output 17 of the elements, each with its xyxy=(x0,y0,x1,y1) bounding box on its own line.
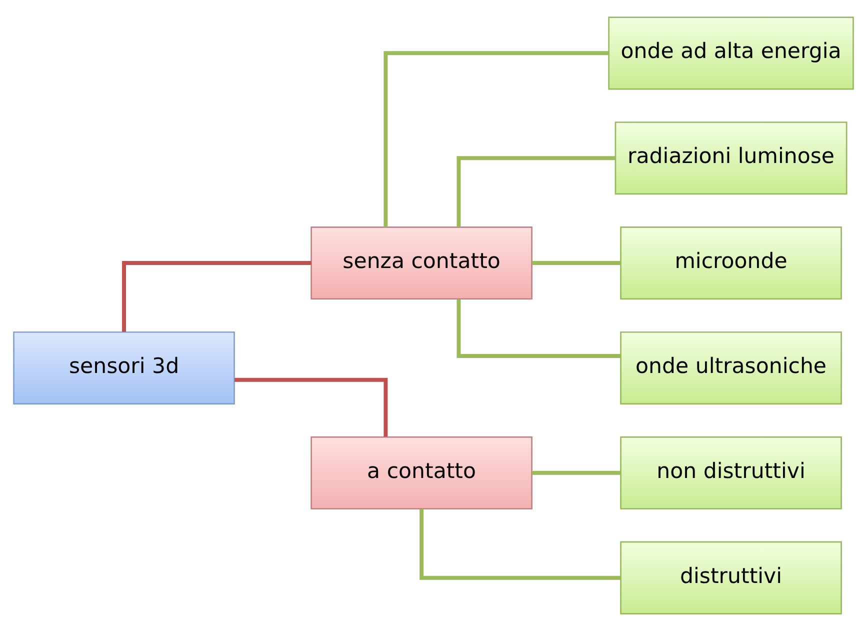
node-box: radiazioni luminose xyxy=(614,122,848,195)
connector xyxy=(122,261,312,332)
connector xyxy=(532,470,621,475)
node-box: onde ad alta energia xyxy=(608,16,854,90)
connector xyxy=(384,51,609,227)
node-box: senza contatto xyxy=(310,226,532,300)
connector xyxy=(420,509,621,580)
connector xyxy=(456,156,616,227)
node-box: non distruttivi xyxy=(620,436,842,510)
node-box: onde ultrasoniche xyxy=(620,331,842,404)
connector xyxy=(456,299,621,358)
node-box: sensori 3d xyxy=(13,331,235,404)
connector xyxy=(234,378,388,437)
node-box: a contatto xyxy=(310,436,532,510)
node-box: distruttivi xyxy=(620,541,842,614)
connector xyxy=(532,261,621,266)
node-box: microonde xyxy=(620,226,842,300)
